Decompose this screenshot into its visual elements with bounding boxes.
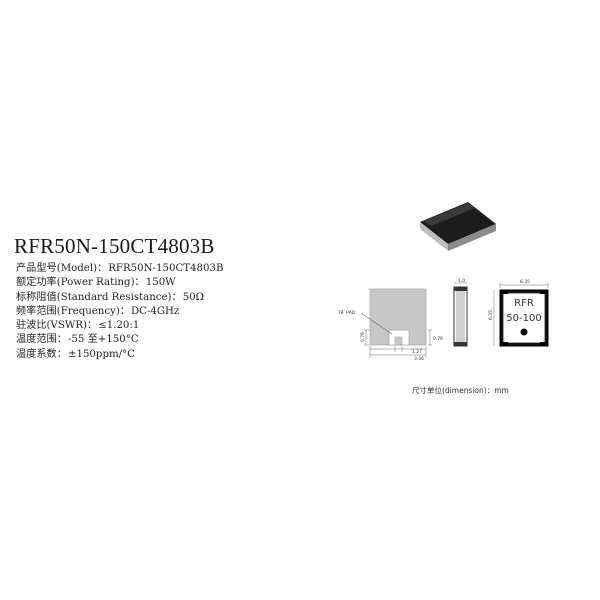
orientation-dot [520, 328, 528, 336]
spec-temp-range: 温度范围：-55 至+150°C [16, 333, 223, 347]
dim-pad-offset: 1.27 [412, 349, 422, 355]
spec-frequency: 频率范围(Frequency)：DC-4GHz [16, 305, 223, 319]
spec-value: 150W [145, 277, 176, 289]
dim-length: 3.36 [414, 356, 424, 362]
spec-power: 额定功率(Power Rating)：150W [16, 276, 223, 290]
spec-temp-coeff: 温度系数：±150ppm/°C [16, 348, 223, 362]
side-view-drawing: 1.0 [453, 278, 468, 347]
dim-thickness: 1.0 [458, 278, 465, 284]
unit-note: 尺寸单位(dimension)：mm [412, 386, 509, 395]
spec-model: 产品型号(Model)：RFR50N-150CT4803B [16, 262, 223, 276]
spec-label: 额定功率(Power Rating)： [16, 277, 145, 289]
spec-value: DC-4GHz [131, 305, 180, 317]
spec-value: 50Ω [182, 291, 205, 303]
marking-line1: RFR [514, 298, 534, 309]
spec-value: ±150ppm/°C [67, 348, 135, 360]
pad-label: RF PAD [339, 310, 356, 316]
spec-label: 温度范围： [16, 334, 67, 346]
spec-label: 温度系数： [16, 348, 67, 360]
dim-pad-height: 0.76 [433, 336, 443, 342]
dim-top-height: 6.35 [488, 310, 494, 320]
spec-label: 频率范围(Frequency)： [16, 305, 130, 317]
spec-value: -55 至+150°C [67, 334, 139, 346]
spec-label: 驻波比(VSWR)： [16, 320, 98, 332]
dim-left-height: 0.76 [360, 332, 366, 342]
spec-label: 产品型号(Model)： [16, 263, 108, 274]
spec-label: 标称阻值(Standard Resistance)： [16, 291, 182, 303]
spec-list: 产品型号(Model)：RFR50N-150CT4803B 额定功率(Power… [16, 262, 223, 362]
spec-value: RFR50N-150CT4803B [108, 263, 224, 274]
chip-3d-image [420, 202, 496, 251]
marking-line2: 50-100 [506, 313, 541, 324]
bottom-view-drawing: RF PAD 0.76 0.76 1.27 3.36 [339, 288, 443, 362]
top-view-drawing: RFR 50-100 6.35 6.35 [488, 279, 549, 347]
spec-vswr: 驻波比(VSWR)：≤1.20:1 [16, 319, 223, 333]
spec-value: ≤1.20:1 [98, 320, 140, 332]
product-title: RFR50N-150CT4803B [14, 234, 215, 258]
spec-resistance: 标称阻值(Standard Resistance)：50Ω [16, 291, 223, 305]
dim-top-width: 6.35 [520, 279, 530, 285]
